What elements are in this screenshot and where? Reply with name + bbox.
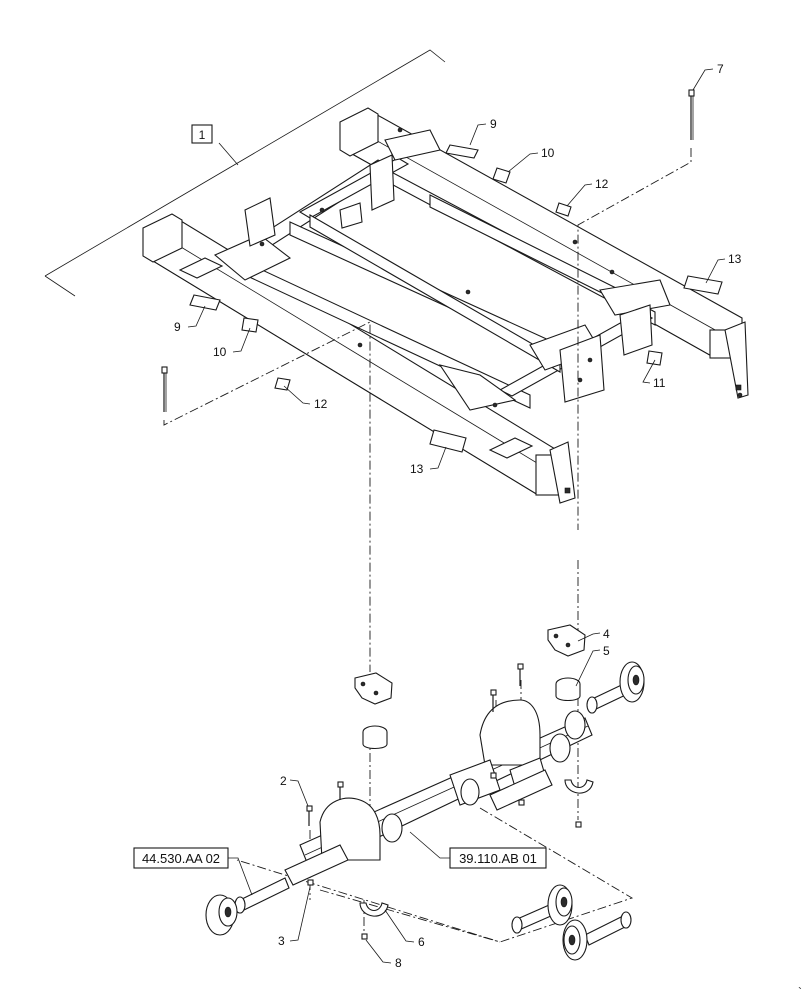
decal-13-front: [429, 429, 467, 453]
decals: [189, 144, 723, 453]
decal-9-front: [189, 294, 221, 311]
decal-12-front: [274, 377, 291, 391]
tube-ref-box: [449, 847, 547, 869]
decal-11: [646, 350, 663, 366]
clamp-upper-left: [354, 672, 393, 705]
bolt-left: [161, 366, 168, 412]
callout-5: 5: [603, 644, 610, 658]
axle-ref-box: [133, 847, 229, 869]
bolts-small: [337, 663, 524, 800]
callout-10-front: 10: [213, 345, 227, 359]
callout-9-front: 9: [174, 320, 181, 334]
callout-labels: 1 2 3 4 5 6 7 8 9 9 10 10 11 12 12 13 13…: [133, 62, 802, 999]
frame-assembly: [142, 107, 749, 504]
u-clamp-6: [359, 902, 389, 917]
nuts: [307, 772, 582, 940]
corner-mark: `: [798, 985, 802, 999]
callout-8: 8: [395, 956, 402, 970]
tube-ref-label: 39.110.AB 01: [459, 851, 537, 866]
callout-2: 2: [280, 774, 287, 788]
assembly-bracket: [44, 49, 446, 297]
callout-10-rear: 10: [541, 146, 555, 160]
axle-assembly: [205, 661, 645, 961]
callout-12-rear: 12: [595, 177, 609, 191]
nut-3: [307, 879, 314, 886]
callout-4: 4: [603, 627, 610, 641]
decal-10-front: [241, 317, 259, 333]
axle-ref-label: 44.530.AA 02: [142, 851, 220, 866]
u-clamp-right: [564, 779, 594, 794]
bushing-left: [362, 725, 388, 750]
callout-13-rear: 13: [728, 252, 742, 266]
decal-9-rear: [445, 144, 479, 159]
callout-13-front: 13: [410, 462, 424, 476]
bushing-5: [555, 677, 581, 702]
centerlines: [163, 148, 692, 943]
callout-9-rear: 9: [490, 117, 497, 131]
decal-12-rear: [555, 202, 572, 217]
bolt-2: [306, 805, 313, 826]
callout-3: 3: [278, 934, 285, 948]
callout-1-box: [191, 124, 213, 144]
leader-lines: [187, 68, 726, 964]
callout-11: 11: [653, 376, 666, 390]
callout-12-front: 12: [314, 397, 328, 411]
callout-7: 7: [717, 62, 724, 76]
decal-13-rear: [683, 275, 723, 295]
bolt-7: [688, 89, 695, 140]
decal-10-rear: [492, 167, 511, 184]
callout-6: 6: [418, 935, 425, 949]
callout-1: 1: [199, 128, 206, 142]
nut-8: [361, 933, 368, 940]
clamp-4: [547, 624, 586, 657]
